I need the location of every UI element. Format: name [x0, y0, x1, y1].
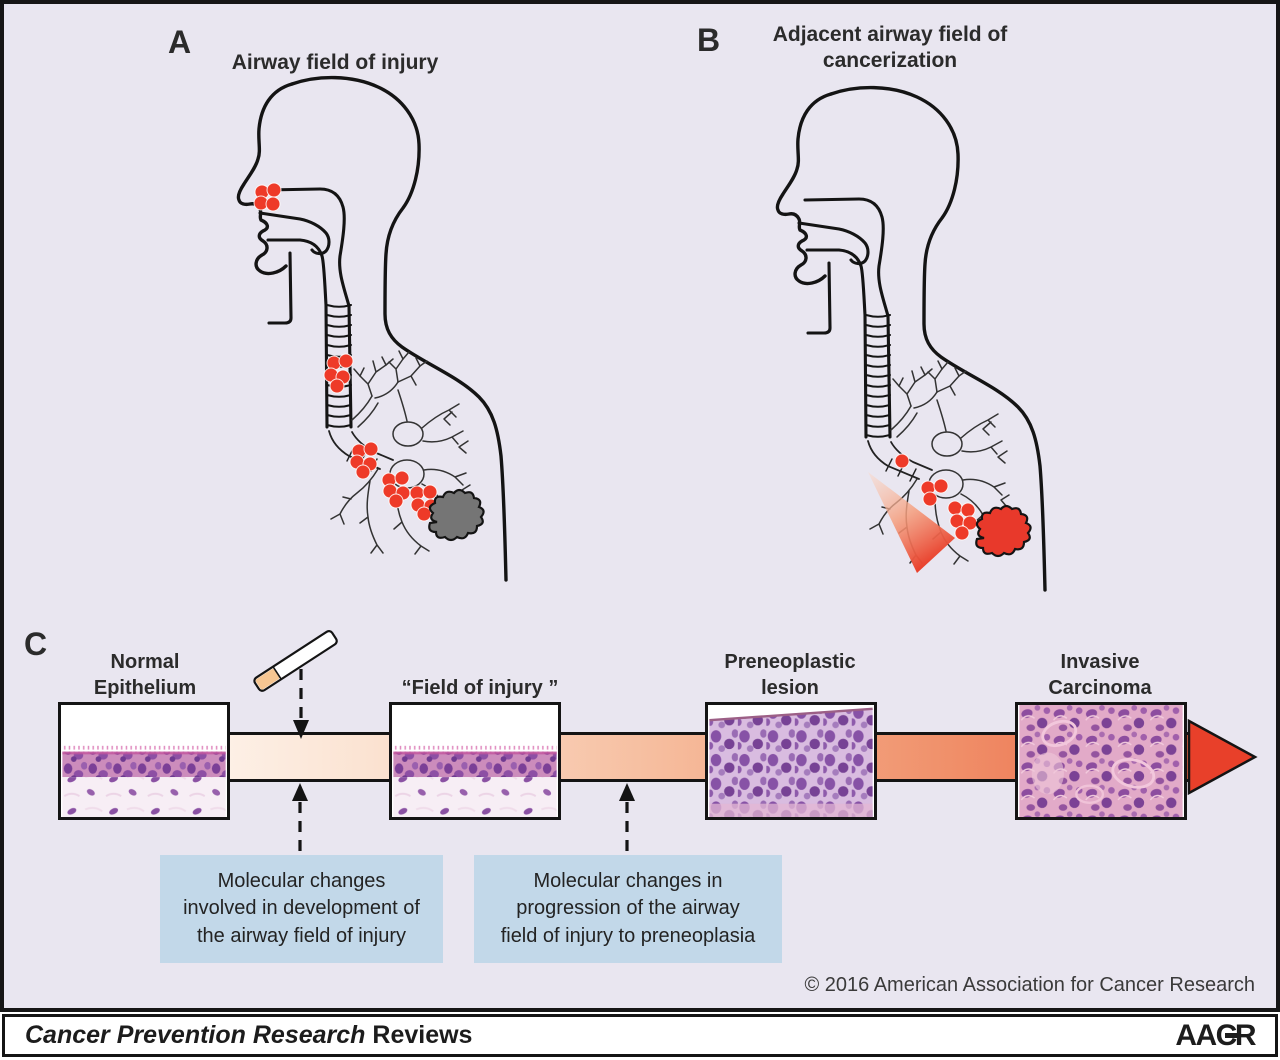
callout-line: Molecular changes in — [533, 869, 723, 892]
copyright-text: © 2016 American Association for Cancer R… — [804, 974, 1255, 996]
stage-label-normal-epithelium: Normal Epithelium — [45, 649, 245, 701]
panel-a-label: A — [168, 24, 192, 60]
panel-b-title: Adjacent airway field of cancerization — [770, 22, 1010, 74]
stage-label-line: Carcinoma — [1048, 677, 1152, 699]
panel-b-title-line2: cancerization — [822, 49, 958, 72]
stage-label-preneoplastic-lesion: Preneoplastic lesion — [690, 649, 890, 701]
callout-line: involved in development of — [183, 897, 420, 920]
journal-title-name: Cancer Prevention Research — [25, 1021, 366, 1049]
figure-frame — [0, 0, 1280, 1012]
callout-progression: Molecular changes in progression of the … — [474, 855, 782, 963]
stage-label-line: Epithelium — [93, 677, 197, 699]
panel-c-label: C — [24, 626, 48, 662]
aacr-logo: AAC R — [1175, 1018, 1257, 1053]
callout-line: progression of the airway — [516, 897, 740, 920]
stage-label-invasive-carcinoma: Invasive Carcinoma — [1000, 649, 1200, 701]
stage-label-field-of-injury: “Field of injury ” — [401, 677, 559, 699]
stage-label-line: Preneoplastic — [724, 651, 856, 673]
panel-b-label: B — [697, 22, 721, 58]
stage-label-line: Invasive — [1060, 651, 1140, 673]
callout-line: the airway field of injury — [197, 924, 406, 947]
callout-line: Molecular changes — [217, 869, 386, 892]
panel-b-title-line1: Adjacent airway field of — [772, 23, 1008, 46]
histology-invasive-carcinoma — [1015, 702, 1187, 820]
panel-a-title: Airway field of injury — [231, 51, 439, 74]
stage-label-line: lesion — [761, 677, 819, 699]
callout-development: Molecular changes involved in developmen… — [160, 855, 443, 963]
callout-line: field of injury to preneoplasia — [500, 924, 756, 947]
histology-preneoplastic-lesion — [705, 702, 877, 820]
journal-title: Cancer Prevention Research Reviews — [25, 1021, 472, 1050]
histology-normal-epithelium — [58, 702, 230, 820]
journal-title-suffix: Reviews — [365, 1021, 473, 1049]
stage-label-line: Normal — [110, 651, 180, 673]
journal-bar: Cancer Prevention Research Reviews AAC R — [2, 1014, 1278, 1057]
aacr-logo-right: R — [1234, 1018, 1257, 1052]
aacr-logo-bar — [1224, 1033, 1238, 1038]
histology-field-of-injury — [389, 702, 561, 820]
